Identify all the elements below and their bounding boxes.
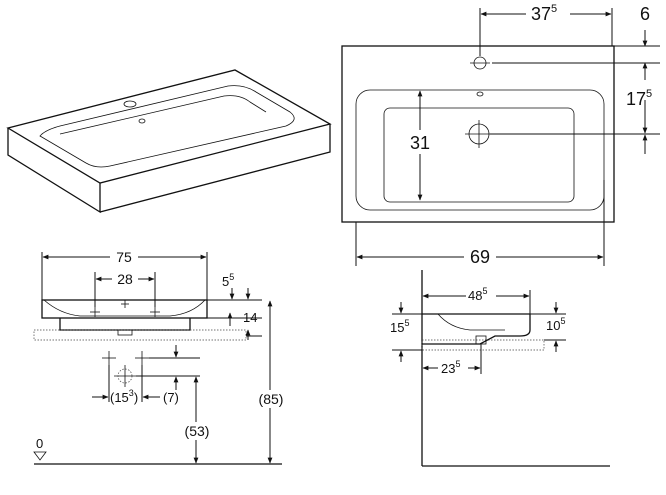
iso-front-face bbox=[7, 128, 101, 214]
top-bowl-depth-label: 31 bbox=[410, 133, 430, 153]
front-wall-surface bbox=[33, 329, 247, 341]
dim-bowl-depth-bg bbox=[402, 130, 438, 154]
front-drain-offset-label: (7) bbox=[163, 390, 179, 405]
front-drain-marks bbox=[102, 351, 149, 387]
floor-marker bbox=[33, 451, 47, 461]
side-drain-label: 235 bbox=[441, 359, 460, 376]
front-basin-shape bbox=[43, 299, 206, 317]
top-tap-offset-label: 375 bbox=[531, 3, 557, 24]
iso-overflow bbox=[138, 118, 146, 124]
top-view: 69 375 6 175 31 bbox=[341, 3, 660, 267]
iso-top-outline bbox=[6, 69, 332, 184]
top-width-label: 69 bbox=[470, 247, 490, 267]
dim-53-bg bbox=[182, 422, 212, 440]
front-view: 75 28 55 14 (85) bbox=[33, 246, 286, 465]
side-height-label: 155 bbox=[390, 318, 409, 335]
top-bowl-outer bbox=[355, 89, 605, 211]
side-bowl-label: 105 bbox=[546, 316, 565, 333]
top-bowl-inner bbox=[383, 107, 575, 203]
side-wall-plate bbox=[421, 339, 545, 351]
dim-48-bg bbox=[466, 284, 496, 302]
front-basin-rim bbox=[41, 299, 208, 319]
front-floor-label: 0 bbox=[36, 436, 43, 451]
iso-right-face bbox=[99, 124, 331, 213]
dim-235-bg bbox=[438, 358, 468, 376]
side-view: 485 155 105 235 bbox=[390, 270, 610, 467]
front-height-label: 14 bbox=[243, 310, 257, 325]
front-inner-width-label: 28 bbox=[117, 271, 133, 287]
front-drain-height-label: (53) bbox=[185, 423, 210, 439]
top-drain-offset-label: 175 bbox=[626, 88, 652, 109]
top-overflow bbox=[476, 91, 484, 97]
iso-tap-hole bbox=[123, 100, 137, 108]
iso-bowl-outline bbox=[39, 85, 295, 168]
side-bowl-curve bbox=[437, 313, 505, 331]
front-basin-bowl bbox=[59, 318, 191, 331]
front-total-height-label: (85) bbox=[259, 391, 284, 407]
dim-28-bg bbox=[112, 270, 138, 286]
front-overall-width-label: 75 bbox=[116, 249, 132, 265]
side-basin-outline bbox=[422, 313, 531, 345]
dim-75-bg bbox=[110, 246, 138, 264]
front-hole-marks bbox=[90, 300, 160, 317]
dim-width-label-bg bbox=[464, 244, 496, 266]
dim-tap-label-bg bbox=[526, 3, 570, 25]
dim-85-bg bbox=[256, 390, 286, 408]
isometric-basin-view bbox=[6, 69, 332, 214]
iso-bowl-inner bbox=[59, 95, 267, 135]
front-rim-label: 55 bbox=[222, 272, 234, 289]
front-drain bbox=[117, 329, 133, 336]
front-drain-spacing-label: (153) bbox=[110, 388, 138, 405]
top-edge-offset-label: 6 bbox=[640, 4, 650, 24]
side-depth-label: 485 bbox=[468, 286, 487, 303]
